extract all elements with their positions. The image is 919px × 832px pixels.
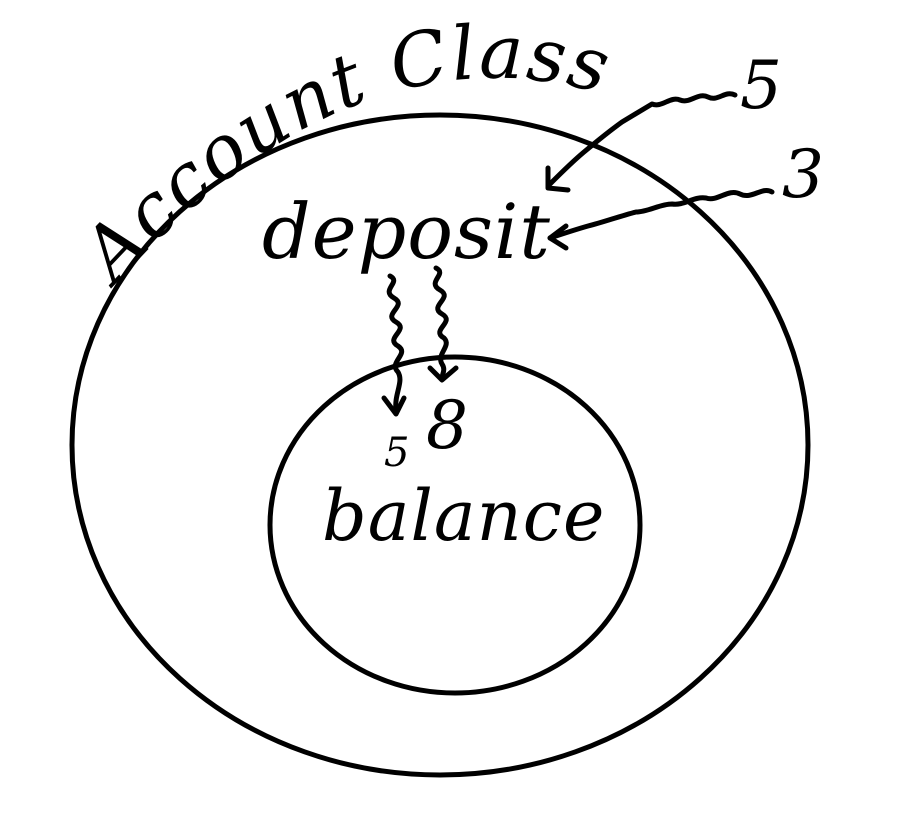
input-value-second: 3 [782, 136, 824, 213]
input-arrow-first [547, 91, 738, 187]
store-arrow-first-head [381, 395, 407, 417]
field-boundary-ellipse [267, 354, 643, 696]
stored-value-second: 8 [426, 387, 468, 464]
field-label: balance [322, 475, 605, 557]
input-value-first: 5 [740, 47, 782, 124]
input-arrow-first-head [545, 165, 571, 193]
stored-value-first: 5 [384, 430, 409, 476]
store-arrow-second-head [427, 365, 459, 383]
input-arrow-second [547, 188, 775, 241]
store-arrow-second [432, 265, 449, 381]
store-arrow-first [386, 273, 405, 413]
method-label: deposit [262, 187, 551, 276]
input-arrow-second-head [547, 223, 569, 251]
class-boundary-ellipse [69, 112, 811, 778]
